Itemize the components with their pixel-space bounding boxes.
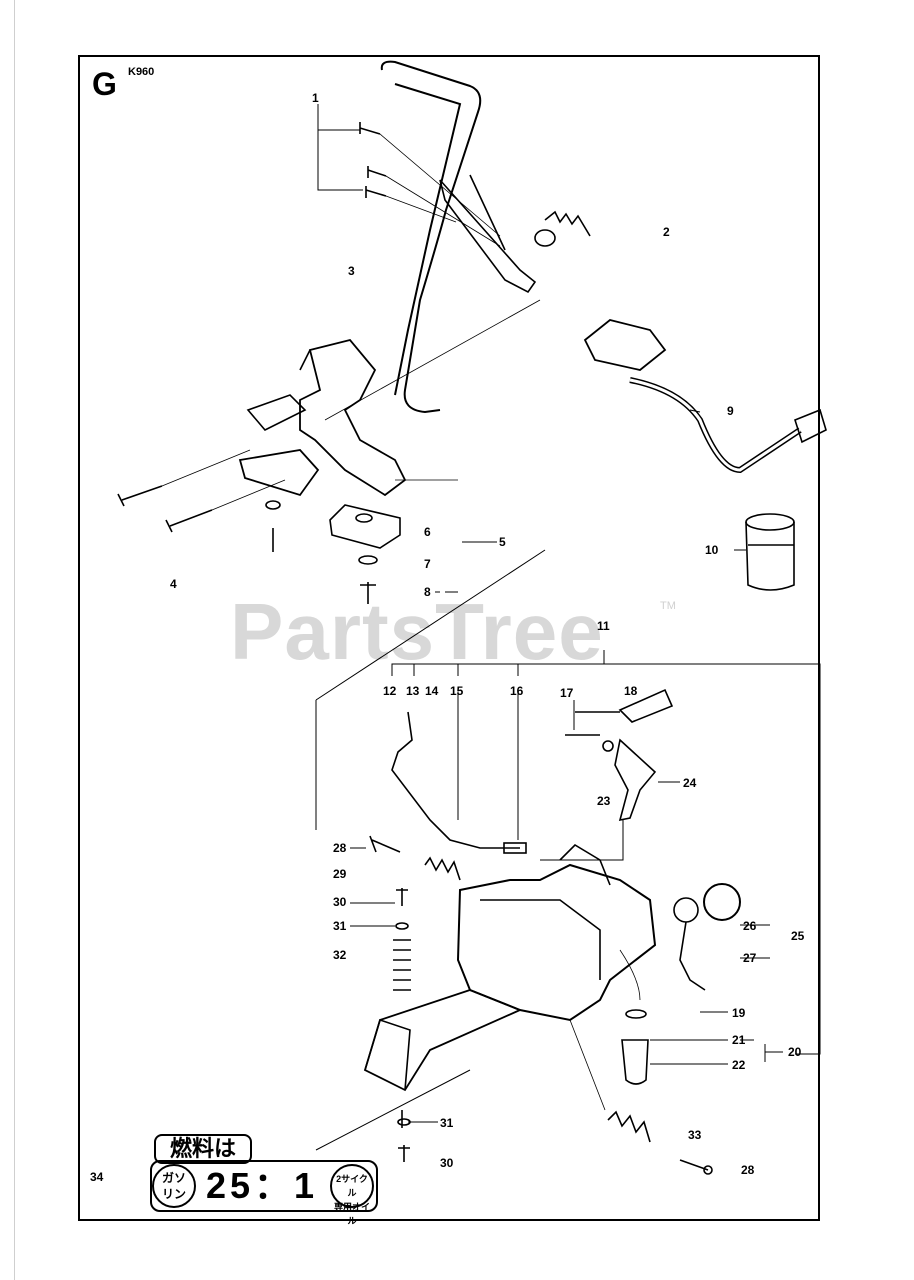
callout-28-upper: 28 [333,841,347,855]
watermark: PartsTree [230,587,604,676]
fuel-mix-label-box [150,1160,378,1212]
fuel-mix-title: 燃料は [154,1134,252,1164]
callout-30-upper: 30 [333,895,347,909]
leader-lines [315,104,821,1151]
callout-25: 25 [791,929,805,943]
fuel-cap-drawing [673,883,741,991]
callout-2: 2 [663,225,670,239]
callout-21: 21 [732,1033,746,1047]
callout-11: 11 [597,619,610,633]
callout-32: 32 [333,948,347,962]
callout-9: 9 [727,404,734,418]
fuel-pickup-drawing [619,949,649,1085]
callout-1: 1 [312,91,319,105]
callout-19: 19 [732,1006,746,1020]
callout-7: 7 [424,557,431,571]
callout-5: 5 [499,535,506,549]
callout-13: 13 [406,684,420,698]
callout-22: 22 [732,1058,746,1072]
handle-screws-drawing [359,122,501,247]
watermark-tm: TM [660,600,676,612]
model-label: K960 [128,66,155,78]
callout-6: 6 [424,525,431,539]
fuel-hose-drawing [583,319,827,474]
callout-23: 23 [597,794,611,808]
callout-17: 17 [560,686,574,700]
rubber-mount-drawing [265,500,401,604]
callout-12: 12 [383,684,397,698]
damper-spring-drawing [534,210,591,247]
section-letter: G [92,66,117,102]
callout-8: 8 [424,585,431,599]
callout-4: 4 [170,577,177,591]
rear-spring-drawing [569,1019,713,1175]
callout-10: 10 [705,543,719,557]
callout-15: 15 [450,684,464,698]
callout-31-upper: 31 [333,919,347,933]
fuel-tank-housing-drawing [363,843,657,1092]
callout-14: 14 [425,684,439,698]
throttle-cable-drawing [391,711,527,854]
callout-28-lower: 28 [741,1163,755,1177]
handle-bracket-drawing [238,299,541,497]
throttle-trigger-drawing [565,688,674,822]
callout-18: 18 [624,684,638,698]
page-number: 34 [90,1170,104,1184]
callout-24: 24 [683,776,697,790]
callout-3: 3 [348,264,355,278]
callout-16: 16 [510,684,524,698]
front-handle-drawing [380,60,537,414]
callout-31-lower: 31 [440,1116,454,1130]
fuel-oil-badge: 2サイクル 専用オイル [330,1164,374,1226]
fuel-filter-drawing [745,513,795,591]
callout-26: 26 [743,919,757,933]
fuel-gasoline-badge: ガソ リン [152,1164,196,1208]
callout-29: 29 [333,867,347,881]
page-margin-line [14,0,15,1280]
callout-30-lower: 30 [440,1156,454,1170]
callout-33: 33 [688,1128,702,1142]
callout-27: 27 [743,951,757,965]
anti-vibration-springs-drawing [369,835,461,1162]
long-bolts-drawing [117,449,286,533]
diagram-frame [78,55,820,1221]
callout-20: 20 [788,1045,802,1059]
fuel-mix-ratio: 25：1 [206,1165,319,1206]
